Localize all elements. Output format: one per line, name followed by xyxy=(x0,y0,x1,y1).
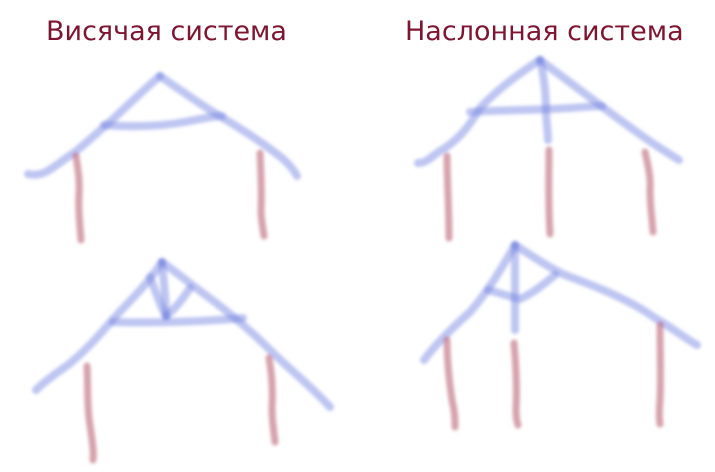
rafter-right xyxy=(536,56,683,164)
rafter-right-long xyxy=(511,241,701,349)
layered-system-title: Наслонная система xyxy=(405,16,684,47)
rafter-left xyxy=(420,241,519,364)
layered-rafters-simple xyxy=(414,56,683,242)
wall-left xyxy=(443,152,453,242)
layered-rafters-extended xyxy=(420,241,701,431)
tie-beam xyxy=(100,112,226,131)
center-post xyxy=(536,56,552,144)
middle-support xyxy=(545,146,554,238)
rafter-left xyxy=(32,258,166,394)
strut-right xyxy=(162,284,194,320)
collar-beam xyxy=(466,102,606,116)
rafter-right xyxy=(156,72,301,180)
wall-left xyxy=(72,152,85,244)
wall-right xyxy=(655,321,664,428)
wall-right xyxy=(256,149,268,240)
wall-right xyxy=(641,148,657,236)
collar-beam xyxy=(484,271,559,303)
rafter-right xyxy=(158,258,334,411)
wall-left xyxy=(83,362,97,464)
rafter-left xyxy=(414,56,544,167)
hanging-system-title: Висячая система xyxy=(46,16,287,47)
rafter-left xyxy=(24,72,164,179)
tie-beam xyxy=(109,314,247,327)
wall-left xyxy=(443,336,459,431)
hanging-truss-king-post xyxy=(32,258,334,464)
wall-right xyxy=(265,354,279,446)
middle-support xyxy=(510,339,522,429)
hanging-truss-simple xyxy=(24,72,301,244)
